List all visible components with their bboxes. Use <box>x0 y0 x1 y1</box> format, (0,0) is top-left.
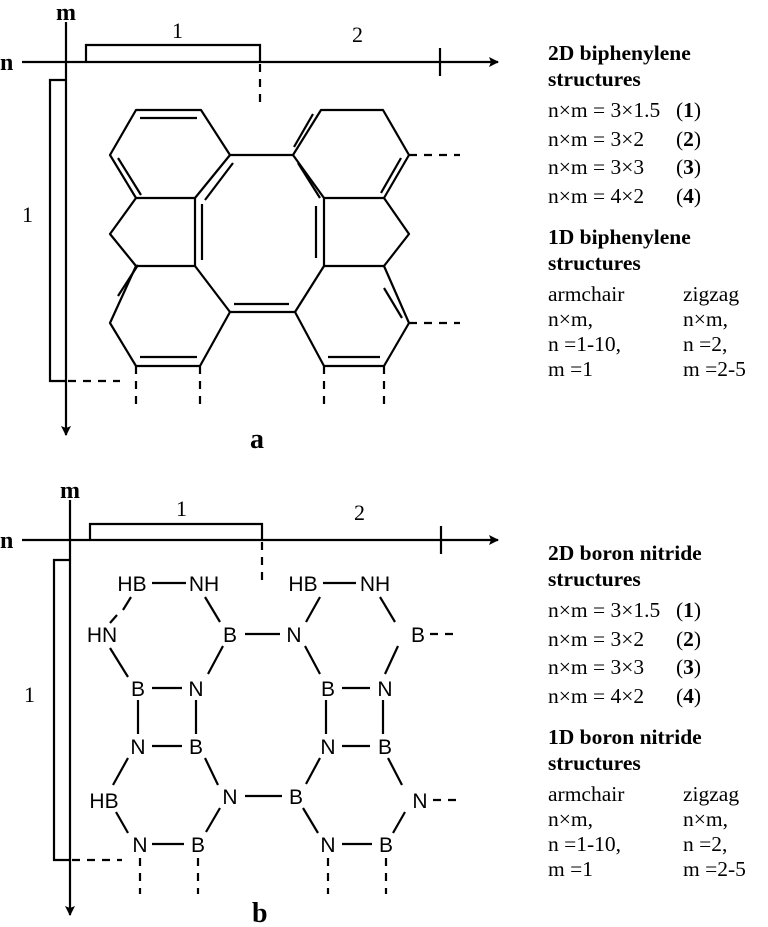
panel-a-m-label: m <box>56 0 76 26</box>
panel-a-1d-columns: armchair n×m, n =1-10, m =1 zigzag n×m, … <box>548 282 746 382</box>
panel-b-entry: n×m = 4×2(4) <box>548 683 702 708</box>
panel-b-n-label: n <box>0 528 13 554</box>
panel-b-zigzag: zigzag n×m, n =2, m =2-5 <box>683 782 746 881</box>
panel-a <box>22 22 499 436</box>
panel-b-1d-heading: 1D boron nitride structures <box>548 725 702 775</box>
panel-b-x-bracket-1 <box>88 522 264 540</box>
atom-b: B <box>131 678 145 701</box>
panel-a-letter: a <box>250 424 264 455</box>
atom-b: B <box>378 736 392 759</box>
biphenylene-outer-ring <box>108 108 411 368</box>
panel-b-entry: n×m = 3×2(2) <box>548 626 702 651</box>
atom-hb: HB <box>89 790 118 813</box>
atom-b: B <box>411 624 425 647</box>
panel-b-armchair: armchair n×m, n =1-10, m =1 <box>548 782 625 881</box>
atom-n: N <box>286 624 301 647</box>
panel-a-y-tick-1: 1 <box>22 202 33 227</box>
panel-b-x-tick-1: 1 <box>176 496 187 521</box>
panel-a-n-label: n <box>0 50 13 76</box>
panel-b-2d-heading: 2D boron nitride structures <box>548 541 702 591</box>
panel-a-entry: n×m = 3×3(3) <box>548 155 702 179</box>
panel-a-info: 2D biphenylene structures n×m = 3×1.5(1)… <box>548 40 746 382</box>
atom-hb: HB <box>288 573 317 596</box>
atom-nh: NH <box>360 573 390 596</box>
panel-b <box>22 500 499 916</box>
atom-b: B <box>223 624 237 647</box>
panel-a-entry: n×m = 3×1.5(1) <box>548 98 702 122</box>
panel-a-armchair: armchair n×m, n =1-10, m =1 <box>548 282 625 381</box>
panel-b-entry: n×m = 3×3(3) <box>548 655 702 679</box>
atom-n: N <box>320 736 335 759</box>
panel-a-x-tick-2: 2 <box>352 22 363 47</box>
atom-hn: HN <box>87 624 117 647</box>
panel-b-entry: n×m = 3×1.5(1) <box>548 598 702 622</box>
atom-b: B <box>191 834 205 857</box>
panel-a-zigzag: zigzag n×m, n =2, m =2-5 <box>683 282 746 381</box>
panel-b-1d-columns: armchair n×m, n =1-10, m =1 zigzag n×m, … <box>548 782 746 882</box>
panel-b-m-label: m <box>60 478 80 504</box>
atom-n: N <box>412 790 427 813</box>
panel-b-info: 2D boron nitride structures n×m = 3×1.5(… <box>548 540 746 882</box>
atom-b: B <box>189 736 203 759</box>
panel-a-1d-heading: 1D biphenylene structures <box>548 225 691 275</box>
panel-a-y-bracket <box>48 78 66 383</box>
atom-n: N <box>377 678 392 701</box>
atom-n: N <box>132 834 147 857</box>
panel-b-x-tick-2: 2 <box>354 500 365 525</box>
atom-b: B <box>321 678 335 701</box>
atom-hb: HB <box>117 573 146 596</box>
panel-b-letter: b <box>252 898 268 927</box>
atom-n: N <box>320 834 335 857</box>
atom-b: B <box>379 834 393 857</box>
panel-a-x-bracket-1 <box>84 43 262 62</box>
panel-a-entry: n×m = 4×2(4) <box>548 183 702 208</box>
atom-n: N <box>130 736 145 759</box>
atom-b: B <box>289 786 303 809</box>
panel-a-x-tick-1: 1 <box>172 18 183 43</box>
atom-nh: NH <box>189 573 219 596</box>
boron-nitride-bonds <box>109 581 460 894</box>
panel-a-2d-heading: 2D biphenylene structures <box>548 41 691 91</box>
atom-n: N <box>188 678 203 701</box>
panel-a-entry: n×m = 3×2(2) <box>548 126 702 151</box>
panel-b-y-tick-1: 1 <box>24 682 35 707</box>
biphenylene-structure <box>108 108 460 410</box>
atom-n: N <box>222 786 237 809</box>
panel-b-y-bracket <box>52 558 70 862</box>
